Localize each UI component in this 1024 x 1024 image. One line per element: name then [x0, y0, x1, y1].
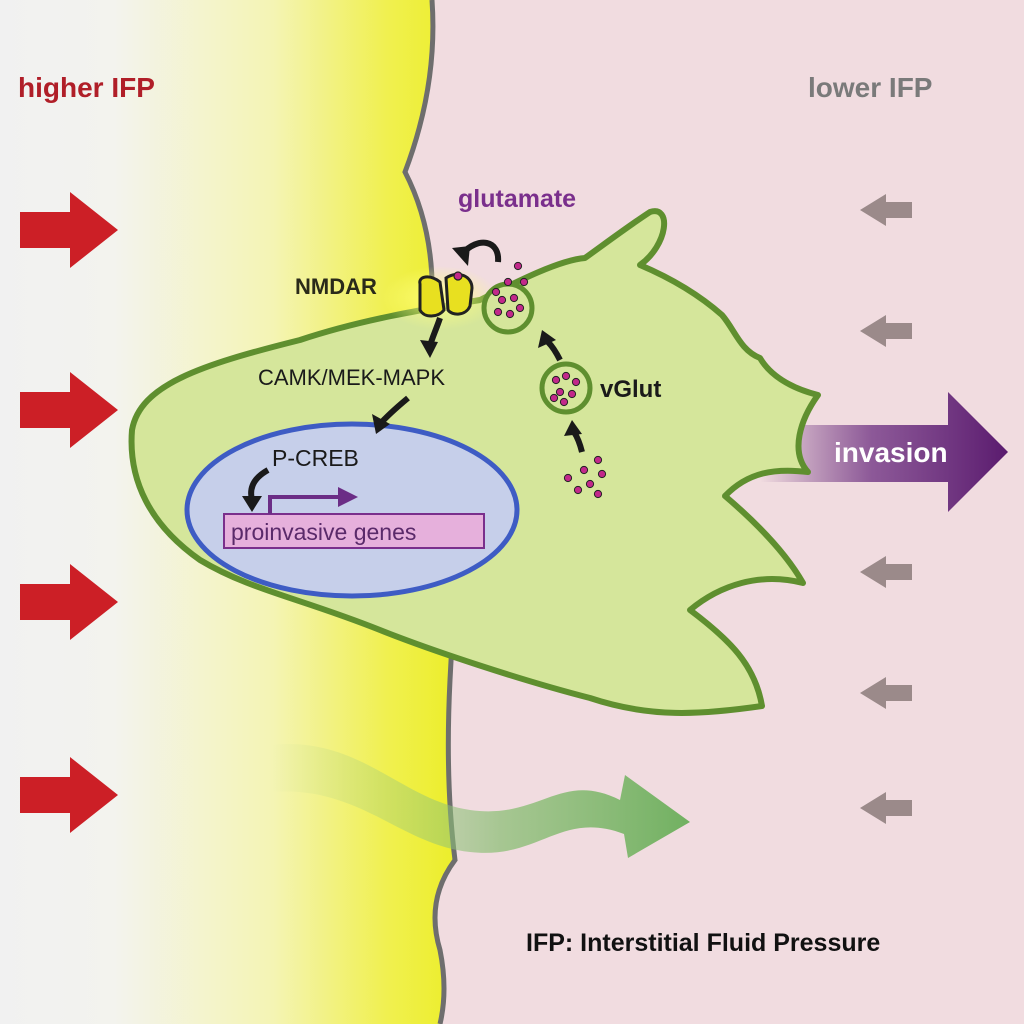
higher-ifp-label: higher IFP [18, 72, 155, 103]
right-arrow-icon [20, 372, 118, 448]
nmdar-label: NMDAR [295, 274, 377, 299]
released-glutamate [491, 261, 529, 297]
wavy-arrow-icon [270, 743, 690, 858]
genes-label: proinvasive genes [231, 519, 416, 545]
invasion-label: invasion [834, 437, 948, 468]
pcreb-label: P-CREB [272, 445, 359, 471]
signal-arrow-3 [242, 467, 270, 512]
signal-arrow-1 [420, 317, 443, 358]
right-arrow-icon [20, 757, 118, 833]
docked-vesicle [481, 281, 535, 335]
high-pressure-arrows [20, 192, 118, 833]
left-arrow-icon [860, 792, 912, 824]
transport-arrow-1 [538, 330, 563, 362]
lower-ifp-label: lower IFP [808, 72, 932, 103]
left-arrow-icon [860, 677, 912, 709]
nucleus [184, 421, 520, 599]
vglut-label: vGlut [600, 376, 661, 403]
low-pressure-arrows [860, 194, 912, 824]
nmdar-receptor [418, 272, 474, 318]
right-arrow-icon [20, 192, 118, 268]
left-arrow-icon [860, 315, 912, 347]
glutamate-label: glutamate [458, 185, 576, 213]
cytosolic-glutamate [563, 455, 607, 499]
release-arrow [452, 239, 502, 266]
signal-arrow-2 [372, 395, 410, 434]
vesicle-dot [453, 271, 463, 281]
genes-box [223, 513, 485, 549]
bent-arrow-icon [268, 487, 358, 514]
ifp-definition: IFP: Interstitial Fluid Pressure [526, 929, 880, 957]
left-arrow-icon [860, 194, 912, 226]
invasion-arrow [760, 392, 1008, 512]
vglut-vesicle [539, 361, 593, 415]
fluid-flow-arrow [270, 743, 690, 858]
camk-label: CAMK/MEK-MAPK [258, 365, 445, 390]
right-arrow-icon [20, 564, 118, 640]
transport-arrow-2 [564, 420, 585, 453]
left-arrow-icon [860, 556, 912, 588]
